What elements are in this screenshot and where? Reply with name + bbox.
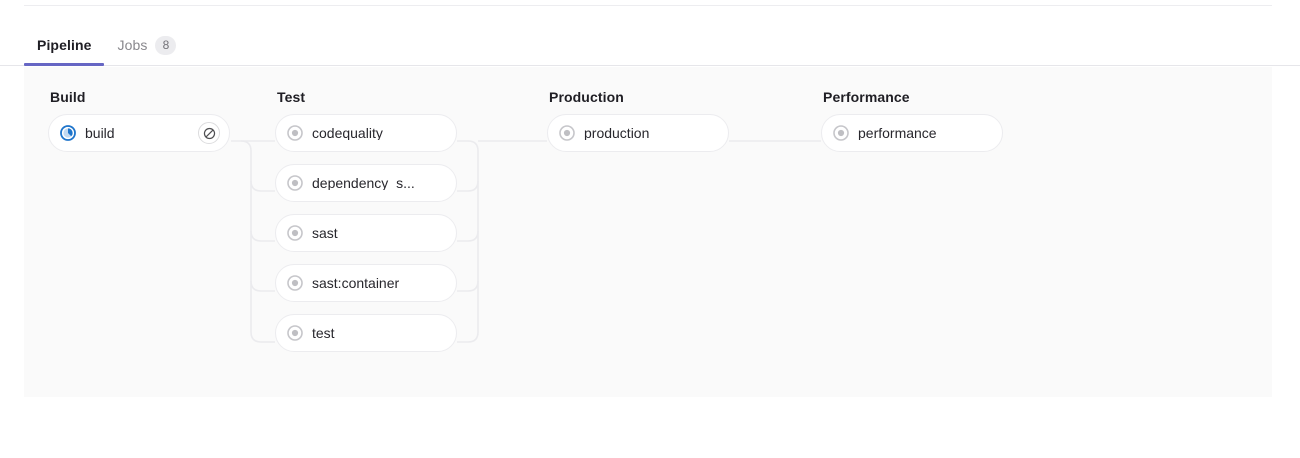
tab-active-indicator [24,63,105,66]
stage-build-title: Build [50,89,86,105]
cancel-job-button[interactable] [198,122,220,144]
job-name-dependency-scanning: dependency_s... [312,176,415,190]
tab-list: Pipeline Jobs 8 [24,24,189,66]
tab-jobs-count-badge: 8 [155,35,177,55]
stage-build-jobs: build [48,114,230,152]
pipeline-graph: Build build [24,67,1272,397]
job-node-build[interactable]: build [48,114,230,152]
status-running-icon [60,125,76,141]
status-created-icon [833,125,849,141]
status-created-icon [287,325,303,341]
job-name-performance: performance [858,126,937,140]
cancel-icon [203,127,215,139]
tab-bar-divider [0,65,1300,66]
job-node-test[interactable]: test [275,314,457,352]
job-node-codequality[interactable]: codequality [275,114,457,152]
job-node-performance[interactable]: performance [821,114,1003,152]
tab-jobs[interactable]: Jobs 8 [104,24,189,66]
stage-test-title: Test [277,89,306,105]
stage-performance-title: Performance [823,89,910,105]
job-name-production: production [584,126,650,140]
job-name-build: build [85,126,115,140]
tab-jobs-label: Jobs [117,37,148,53]
stage-production: Production production [547,67,729,152]
status-created-icon [287,275,303,291]
job-name-test: test [312,326,335,340]
job-name-codequality: codequality [312,126,383,140]
job-name-sast: sast [312,226,338,240]
stage-performance-jobs: performance [821,114,1003,152]
tab-bar: Pipeline Jobs 8 [0,24,1300,66]
stage-columns: Build build [24,67,1272,397]
stage-performance: Performance performance [821,67,1003,152]
status-created-icon [287,175,303,191]
stage-test: Test codequality [275,67,457,352]
job-name-sast-container: sast:container [312,276,400,290]
job-node-production[interactable]: production [547,114,729,152]
tab-pipeline-label: Pipeline [37,37,92,53]
job-node-sast[interactable]: sast [275,214,457,252]
stage-production-jobs: production [547,114,729,152]
job-node-sast-container[interactable]: sast:container [275,264,457,302]
stage-build: Build build [48,67,230,152]
status-created-icon [559,125,575,141]
status-created-icon [287,225,303,241]
tab-pipeline[interactable]: Pipeline [24,24,105,66]
job-node-dependency-scanning[interactable]: dependency_s... [275,164,457,202]
status-created-icon [287,125,303,141]
stage-test-jobs: codequality dependency_s... [275,114,457,352]
stage-production-title: Production [549,89,624,105]
top-divider [24,5,1272,6]
